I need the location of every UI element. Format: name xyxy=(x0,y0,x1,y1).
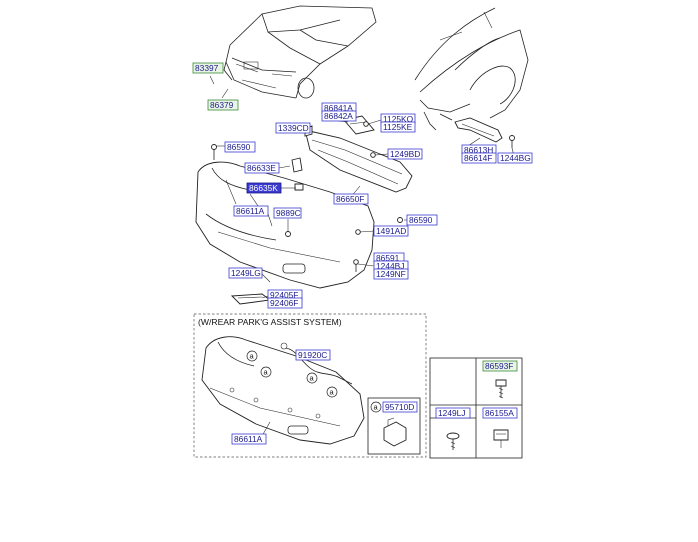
reflector-part xyxy=(230,293,272,305)
svg-text:83397: 83397 xyxy=(195,63,219,73)
ref-a-box: a xyxy=(374,403,379,412)
svg-text:1249BD: 1249BD xyxy=(390,149,420,159)
label-83397[interactable]: 83397 xyxy=(192,62,224,74)
label-86650F[interactable]: 86650F xyxy=(333,193,369,205)
svg-text:1249LJ: 1249LJ xyxy=(438,408,465,418)
quarter-panel-illustration xyxy=(414,7,529,131)
svg-text:86155A: 86155A xyxy=(485,408,514,418)
svg-text:1244BG: 1244BG xyxy=(500,153,531,163)
svg-text:1339CD: 1339CD xyxy=(278,123,309,133)
sensor-subbox-frame xyxy=(367,397,421,455)
label-86611A[interactable]: 86611A xyxy=(233,205,269,217)
svg-text:92405F: 92405F xyxy=(270,290,298,300)
svg-text:86633E: 86633E xyxy=(247,163,276,173)
car-rear-illustration xyxy=(223,5,377,99)
parking-sensor-part xyxy=(383,417,407,447)
svg-text:86590: 86590 xyxy=(409,215,433,225)
svg-text:1244BJ: 1244BJ xyxy=(376,261,404,271)
label-86590-top[interactable]: 86590 xyxy=(224,141,256,153)
svg-text:86613H: 86613H xyxy=(464,145,493,155)
svg-text:86611A: 86611A xyxy=(234,434,263,444)
label-86635K[interactable]: 86635K xyxy=(246,182,282,194)
svg-text:91920C: 91920C xyxy=(298,350,327,360)
ref-a-2: a xyxy=(264,368,269,377)
ref-a-3: a xyxy=(310,374,315,383)
svg-text:1491AD: 1491AD xyxy=(376,226,406,236)
label-95710D[interactable]: 95710D xyxy=(382,401,418,413)
svg-text:1249NF: 1249NF xyxy=(376,269,406,279)
label-1249BD[interactable]: 1249BD xyxy=(387,148,423,160)
label-86611A-option[interactable]: 86611A xyxy=(231,433,267,445)
label-1339CD[interactable]: 1339CD xyxy=(275,122,311,134)
svg-text:86635K: 86635K xyxy=(249,183,278,193)
ref-a-1: a xyxy=(250,352,255,361)
svg-text:1125KO: 1125KO xyxy=(383,114,414,124)
label-86614F[interactable]: 86614F xyxy=(461,152,497,164)
svg-text:86842A: 86842A xyxy=(324,111,353,121)
svg-text:86614F: 86614F xyxy=(464,153,492,163)
option-box-title: (W/REAR PARK'G ASSIST SYSTEM) xyxy=(198,317,342,327)
svg-text:86379: 86379 xyxy=(210,100,234,110)
label-86379[interactable]: 86379 xyxy=(207,99,239,111)
label-86155A[interactable]: 86155A xyxy=(482,407,518,419)
label-91920C[interactable]: 91920C xyxy=(295,349,331,361)
label-1491AD[interactable]: 1491AD xyxy=(373,225,409,237)
part-labels[interactable]: 83397 86379 86841A 86842A 1125KO 1125KE … xyxy=(192,62,533,445)
svg-text:92406F: 92406F xyxy=(270,298,298,308)
option-box-frame xyxy=(193,313,427,458)
svg-text:1125KE: 1125KE xyxy=(383,122,413,132)
svg-text:86593F: 86593F xyxy=(485,361,513,371)
label-86590-mid[interactable]: 86590 xyxy=(406,214,438,226)
parking-bumper-illustration: a a a a xyxy=(201,336,365,445)
label-9889C[interactable]: 9889C xyxy=(273,207,302,219)
side-bracket-part xyxy=(454,117,515,148)
svg-text:86591: 86591 xyxy=(376,253,400,263)
svg-text:1249LG: 1249LG xyxy=(231,268,261,278)
svg-text:86611A: 86611A xyxy=(236,206,265,216)
svg-text:86650F: 86650F xyxy=(336,194,364,204)
ref-a-4: a xyxy=(330,388,335,397)
svg-text:86590: 86590 xyxy=(227,142,251,152)
label-1249LJ[interactable]: 1249LJ xyxy=(435,407,471,419)
label-1125KE[interactable]: 1125KE xyxy=(380,121,416,133)
label-1249NF[interactable]: 1249NF xyxy=(373,268,409,280)
label-86842A[interactable]: 86842A xyxy=(321,110,357,122)
label-1249LG[interactable]: 1249LG xyxy=(228,267,263,279)
svg-text:9889C: 9889C xyxy=(276,208,301,218)
label-86593F[interactable]: 86593F xyxy=(482,360,518,372)
label-86633E[interactable]: 86633E xyxy=(244,162,280,174)
svg-text:86841A: 86841A xyxy=(324,103,353,113)
label-1244BG[interactable]: 1244BG xyxy=(497,152,533,164)
svg-text:95710D: 95710D xyxy=(385,402,414,412)
bumper-cover-part xyxy=(195,161,375,289)
label-92406F[interactable]: 92406F xyxy=(267,297,303,309)
